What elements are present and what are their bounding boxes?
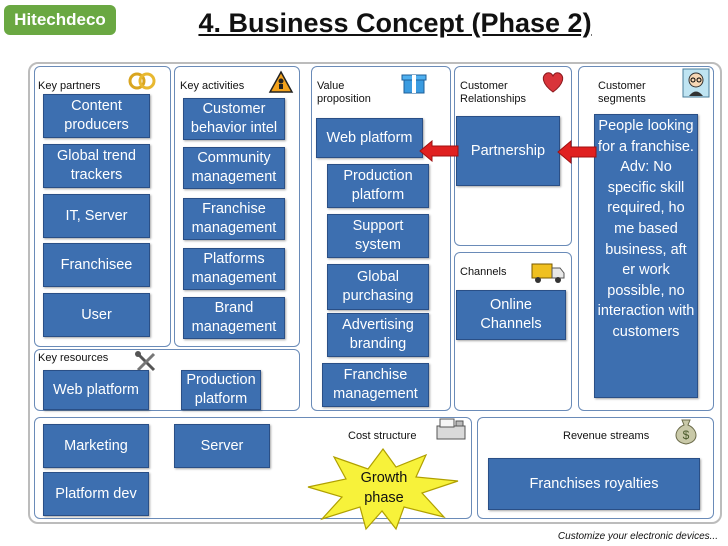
- cost-box: Marketing: [43, 424, 149, 468]
- activity-box: Platforms management: [183, 248, 285, 290]
- arrow-to-web-platform: [419, 140, 459, 162]
- value-box: Global purchasing: [327, 264, 429, 310]
- page-title: 4. Business Concept (Phase 2): [198, 8, 592, 38]
- partner-box: Global trend trackers: [43, 144, 150, 188]
- partner-box: User: [43, 293, 150, 337]
- activity-box: Customer behavior intel: [183, 98, 285, 140]
- segment-box: People looking for a franchise. Adv: No …: [594, 114, 698, 398]
- tools-icon: [134, 350, 158, 374]
- key-partners-label: Key partners: [38, 80, 101, 92]
- activity-box: Community management: [183, 147, 285, 189]
- channel-box: Online Channels: [456, 290, 566, 340]
- money-bag-icon: $: [670, 416, 702, 446]
- value-box: Web platform: [316, 118, 423, 158]
- partner-box: Franchisee: [43, 243, 150, 287]
- footer-note: Customize your electronic devices...: [557, 531, 718, 542]
- value-box: Advertising branding: [327, 313, 429, 357]
- activity-box: Franchise management: [183, 198, 285, 240]
- resource-box: Production platform: [181, 370, 261, 410]
- worker-sign-icon: [268, 70, 294, 94]
- value-box: Support system: [327, 214, 429, 258]
- svg-text:$: $: [683, 428, 690, 442]
- resource-box: Web platform: [43, 370, 149, 410]
- segment-text: People looking for a franchise. Adv: No …: [597, 118, 695, 340]
- person-glasses-icon: [682, 68, 710, 98]
- cash-register-icon: [434, 416, 468, 442]
- cost-structure-label: Cost structure: [348, 430, 417, 442]
- relationship-box: Partnership: [456, 116, 560, 186]
- heart-icon: [540, 70, 566, 94]
- key-activities-label: Key activities: [180, 80, 245, 92]
- growth-phase-label: Growth phase: [360, 470, 408, 506]
- partner-box: Content producers: [43, 94, 150, 138]
- arrow-to-partnership: [557, 140, 597, 164]
- gift-icon: [400, 68, 428, 96]
- channels-label: Channels: [460, 266, 507, 278]
- value-proposition-label: Value proposition: [317, 80, 397, 106]
- key-resources-label: Key resources: [38, 352, 109, 364]
- customer-relationships-label-text: Customer Relationships: [460, 80, 527, 105]
- customer-segments-label-text: Customer segments: [598, 80, 646, 105]
- truck-icon: [530, 258, 566, 286]
- revenue-streams-label: Revenue streams: [563, 430, 650, 442]
- cost-box: Platform dev: [43, 472, 149, 516]
- revenue-box: Franchises royalties: [488, 458, 700, 510]
- value-proposition-label-text: Value proposition: [317, 80, 371, 105]
- handshake-rings-icon: [126, 68, 158, 94]
- cost-box: Server: [174, 424, 270, 468]
- brand-logo: Hitechdeco: [4, 5, 116, 35]
- partner-box: IT, Server: [43, 194, 150, 238]
- activity-box: Brand management: [183, 297, 285, 339]
- growth-phase-text: Growth phase: [344, 468, 424, 508]
- value-box: Production platform: [327, 164, 429, 208]
- growth-phase-starburst: [307, 447, 459, 531]
- value-box: Franchise management: [322, 363, 429, 407]
- customer-relationships-label: Customer Relationships: [460, 80, 542, 106]
- customer-segments-label: Customer segments: [598, 80, 668, 106]
